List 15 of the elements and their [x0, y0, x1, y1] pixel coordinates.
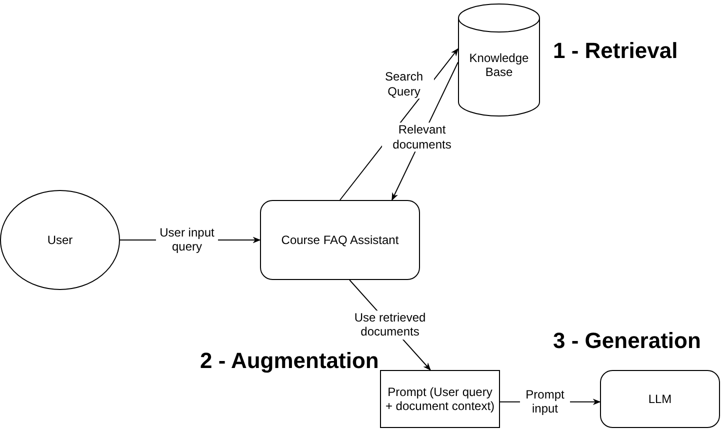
stage-heading: 2 - Augmentation: [200, 348, 379, 374]
database-cylinder: [458, 4, 540, 116]
node-text: Knowledge Base: [468, 51, 530, 79]
node-text: User: [46, 233, 74, 247]
ellipse-node: [0, 190, 120, 290]
rounded-box: [260, 200, 420, 280]
stage-heading: 1 - Retrieval: [553, 38, 678, 64]
node-text: LLM: [647, 392, 673, 406]
node-text: Prompt (User query + document context): [384, 385, 496, 413]
rounded-box: [600, 370, 720, 428]
node-text: Course FAQ Assistant: [280, 233, 400, 247]
process-box: [380, 370, 500, 428]
stage-heading: 3 - Generation: [553, 328, 701, 354]
edge-label: User input query: [156, 226, 218, 254]
edge-label: Prompt input: [520, 388, 570, 416]
